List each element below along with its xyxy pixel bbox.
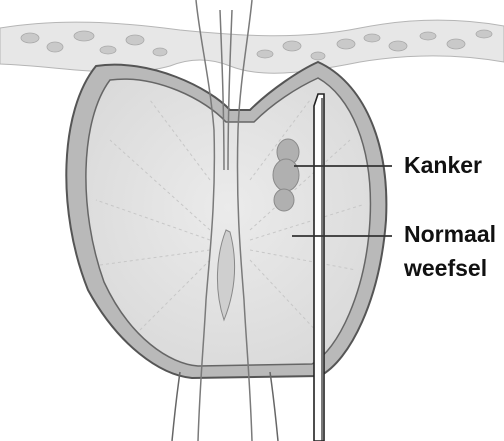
label-normal-tissue-line2: weefsel (404, 255, 487, 282)
label-normal-tissue-line1: Normaal (404, 221, 496, 248)
label-cancer: Kanker (404, 152, 482, 179)
outflow-walls (172, 372, 278, 441)
biopsy-needle (314, 94, 324, 441)
fat-tissue-band (0, 20, 504, 73)
